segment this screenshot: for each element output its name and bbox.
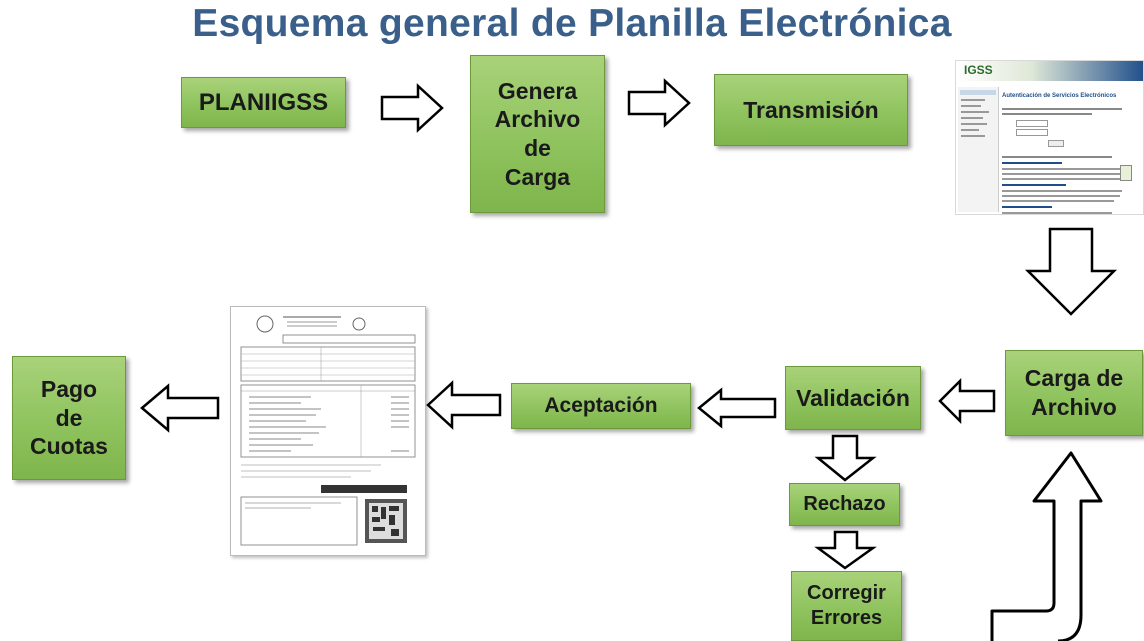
- portal-sidebar: [958, 87, 999, 212]
- rechazo-box: Rechazo: [789, 483, 900, 526]
- arrow-right-icon: [380, 83, 444, 133]
- arrow-left-icon: [697, 387, 777, 429]
- portal-heading: Autenticación de Servicios Electrónicos: [1002, 93, 1117, 99]
- genera-archivo-box: Genera Archivo de Carga: [470, 55, 605, 213]
- validacion-box: Validación: [785, 366, 921, 430]
- aceptacion-box: Aceptación: [511, 383, 691, 429]
- arrow-left-icon: [938, 377, 996, 425]
- arrow-down-icon: [814, 530, 877, 570]
- pago-line-1: Pago: [40, 375, 98, 402]
- pago-line-3: Cuotas: [30, 433, 108, 460]
- planiigss-label: PLANIIGSS: [198, 88, 329, 116]
- aceptacion-label: Aceptación: [544, 393, 658, 417]
- corregir-errores-box: Corregir Errores: [791, 571, 902, 641]
- web-portal-thumbnail: IGSS Autenticación de Servicios Electrón…: [955, 60, 1144, 215]
- portal-side-icon: [1120, 165, 1132, 181]
- carga-line-2: Archivo: [1031, 394, 1117, 420]
- corregir-line-1: Corregir: [807, 582, 886, 604]
- pago-line-2: de: [55, 404, 83, 431]
- validacion-label: Validación: [796, 384, 910, 411]
- portal-header: [956, 61, 1143, 81]
- corregir-line-2: Errores: [810, 607, 883, 629]
- carga-line-1: Carga de: [1024, 365, 1124, 392]
- pago-cuotas-box: Pago de Cuotas: [12, 356, 126, 480]
- rechazo-label: Rechazo: [803, 493, 886, 515]
- igss-logo: IGSS: [964, 63, 993, 77]
- carga-archivo-box: Carga de Archivo: [1005, 350, 1143, 436]
- arrow-left-icon: [140, 383, 220, 433]
- page-title: Esquema general de Planilla Electrónica: [192, 2, 952, 45]
- transmision-label: Transmisión: [743, 96, 879, 123]
- uturn-arrow-icon: [990, 451, 1103, 641]
- genera-line-1: Genera: [497, 77, 578, 104]
- arrow-down-icon: [1024, 227, 1118, 316]
- arrow-down-icon: [814, 434, 877, 482]
- arrow-left-icon: [426, 380, 502, 430]
- portal-body: [1002, 105, 1130, 214]
- payment-form-drawing: [240, 315, 416, 546]
- genera-line-4: Carga: [504, 163, 571, 190]
- arrow-right-icon: [627, 78, 691, 128]
- genera-line-2: Archivo: [494, 106, 581, 133]
- transmision-box: Transmisión: [714, 74, 908, 146]
- planiigss-box: PLANIIGSS: [181, 77, 346, 128]
- genera-line-3: de: [524, 135, 551, 161]
- payment-form-thumbnail: [230, 306, 426, 556]
